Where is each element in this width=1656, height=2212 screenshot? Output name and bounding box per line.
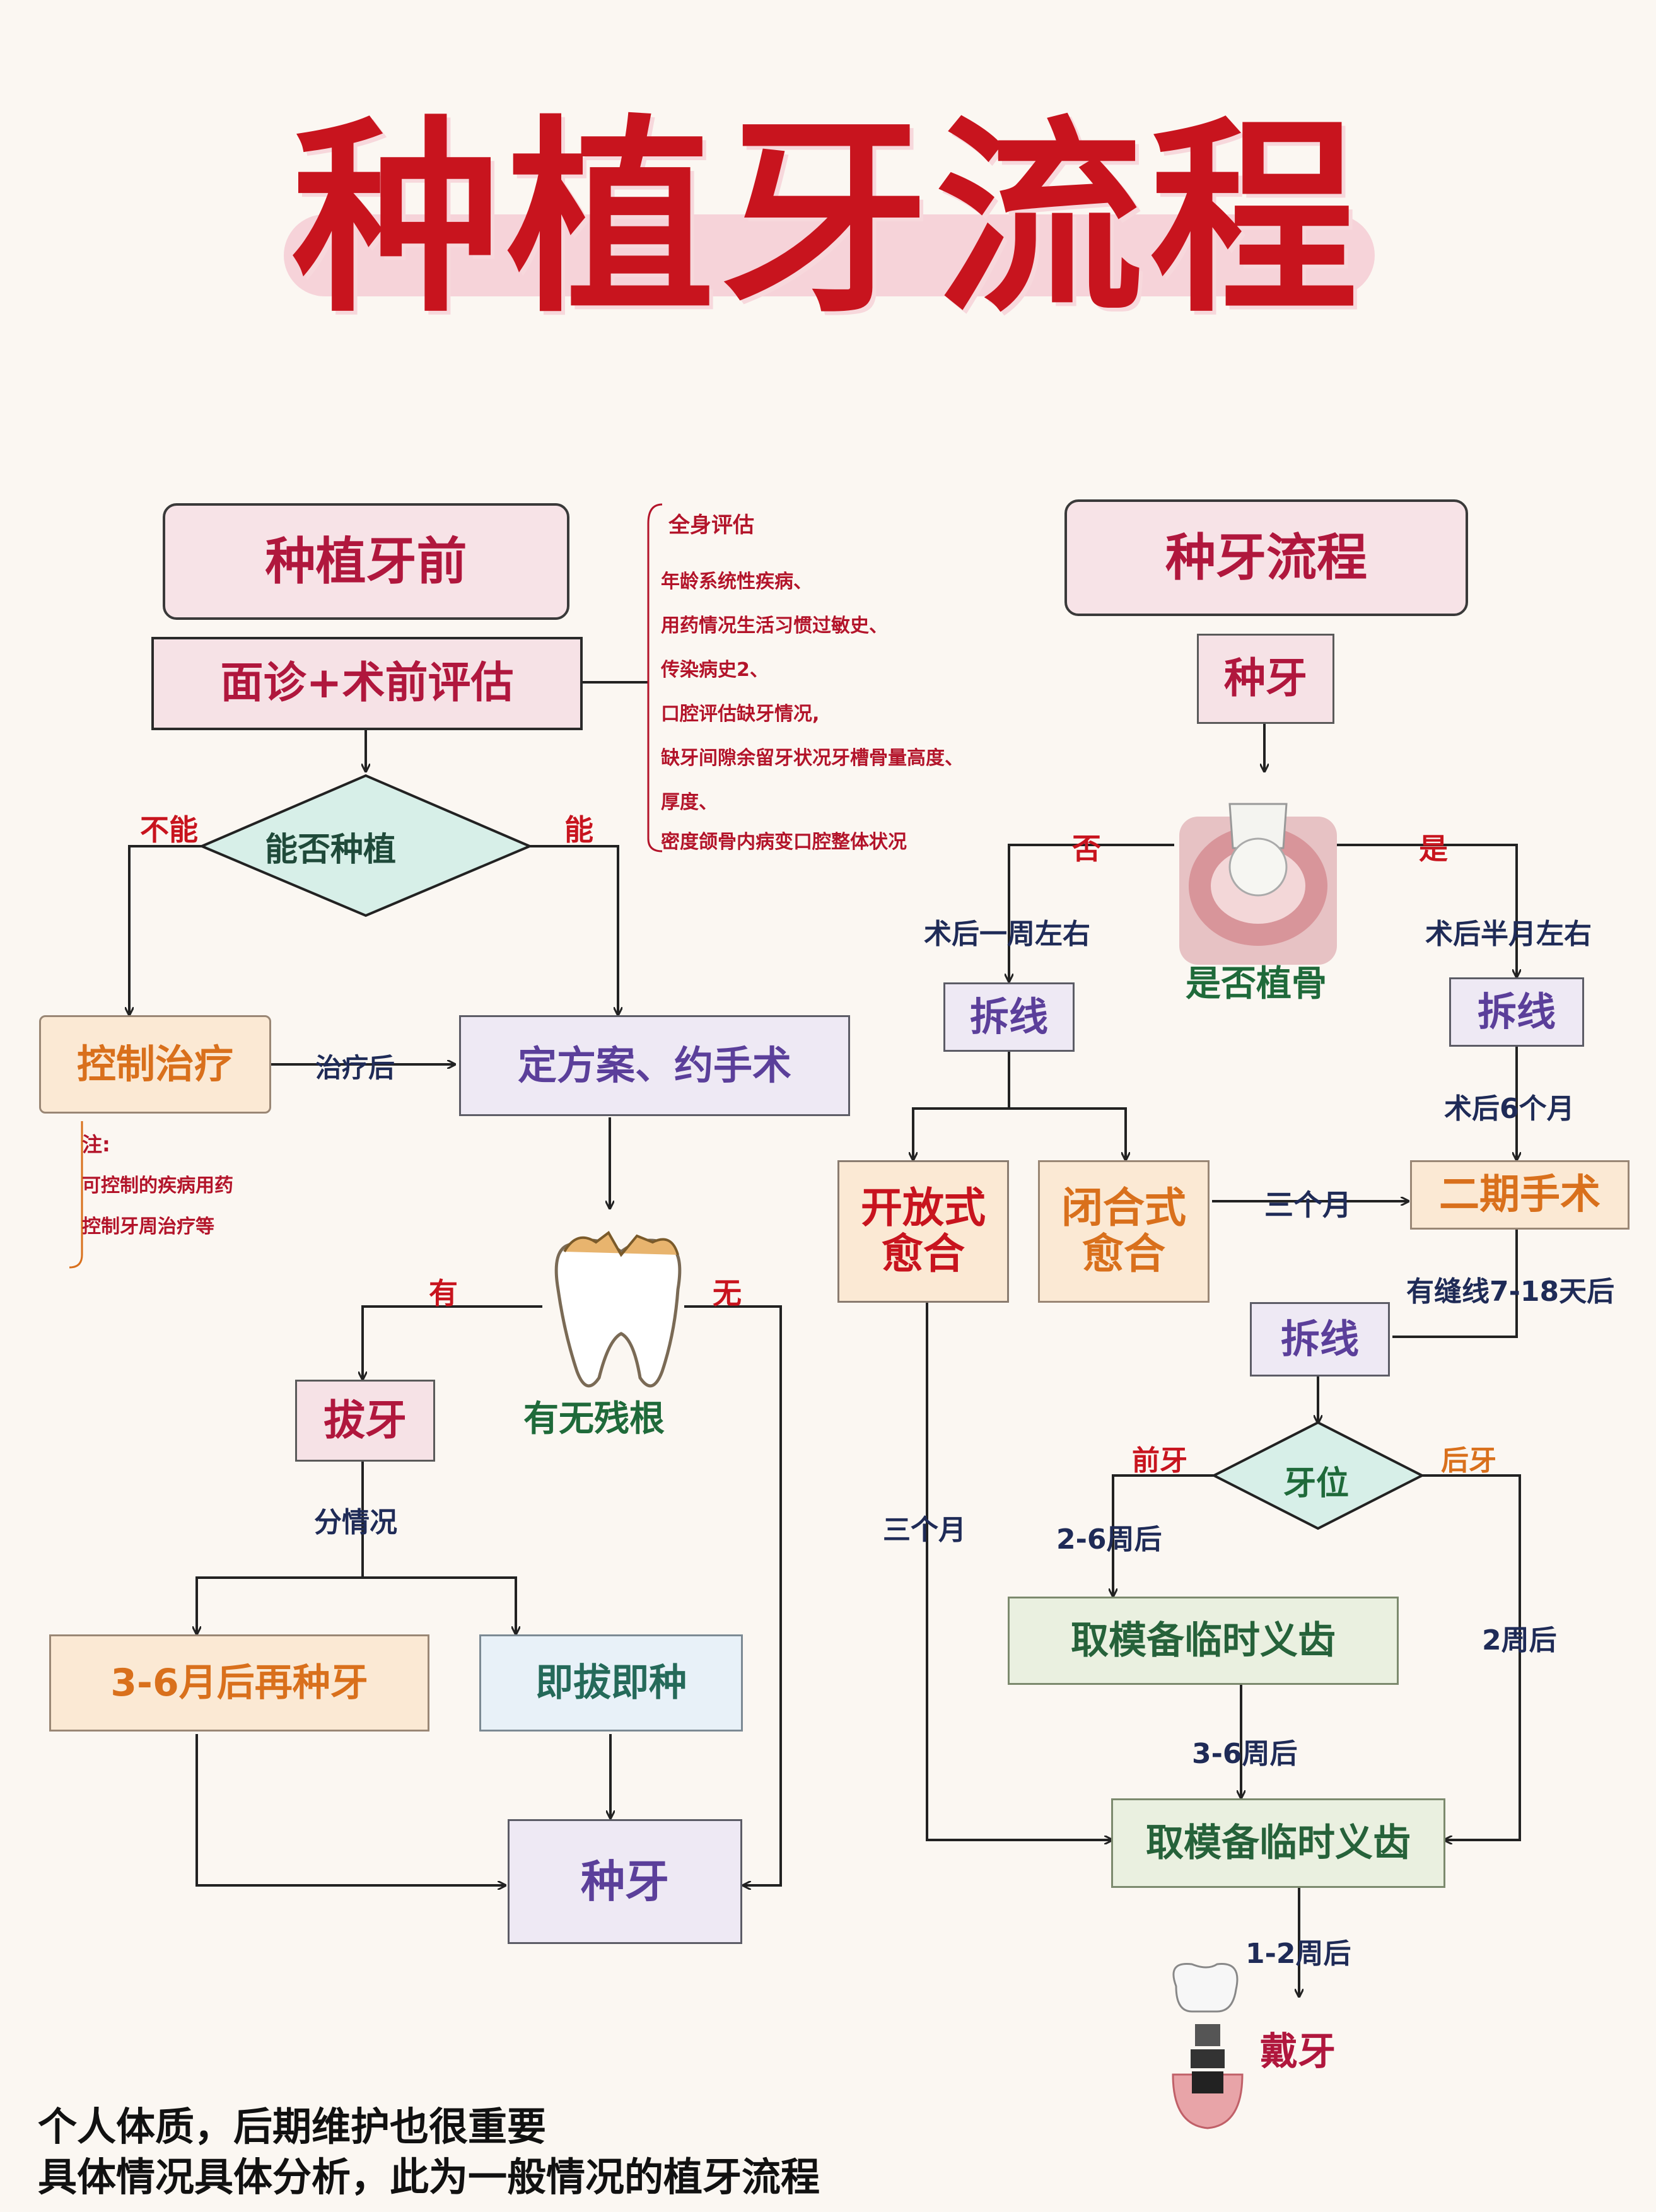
- six-months-label: 术后6个月: [1444, 1093, 1575, 1125]
- assessment-heading: 全身评估: [668, 513, 754, 538]
- no-graft-label: 否: [1072, 832, 1101, 866]
- can-implant-decision[interactable]: 能否种植: [265, 831, 397, 869]
- second-stage-surgery-box[interactable]: 二期手术: [1410, 1160, 1630, 1230]
- assessment-item-4: 口腔评估缺牙情况,: [661, 703, 820, 725]
- no-label: 不能: [140, 813, 198, 847]
- implant-process-header: 种牙流程: [1064, 499, 1468, 616]
- implant-crown-icon: [1172, 1962, 1244, 2129]
- consult-box[interactable]: 面诊+术前评估: [151, 637, 583, 730]
- yes-graft-label: 是: [1419, 832, 1448, 866]
- by-case-label: 分情况: [314, 1506, 397, 1539]
- control-treatment-box[interactable]: 控制治疗: [39, 1015, 271, 1114]
- pre-implant-header: 种植牙前: [163, 503, 569, 620]
- plan-surgery-box[interactable]: 定方案、约手术: [459, 1015, 850, 1116]
- implant-box-right[interactable]: 种牙: [1197, 634, 1334, 724]
- assessment-item-7: 密度颌骨内病变口腔整体状况: [661, 831, 907, 853]
- bone-graft-question: 是否植骨: [1186, 963, 1327, 1004]
- implant-box-left[interactable]: 种牙: [508, 1819, 742, 1944]
- residual-root-question: 有无残根: [523, 1399, 665, 1440]
- later-implant-box[interactable]: 3-6月后再种牙: [49, 1634, 429, 1732]
- assessment-item-3: 传染病史2、: [661, 659, 769, 681]
- tooth-position-decision[interactable]: 牙位: [1283, 1465, 1350, 1503]
- back-tooth-label: 后牙: [1441, 1445, 1496, 1477]
- decision-diamond-left: [198, 774, 534, 917]
- bone-graft-icon: [1179, 803, 1337, 965]
- has-root-label: 有: [429, 1276, 458, 1310]
- week-after-label: 术后一周左右: [924, 918, 1090, 950]
- suture-removal-right[interactable]: 拆线: [1449, 977, 1584, 1047]
- tooth-icon: [554, 1231, 682, 1388]
- back-weeks-label: 2周后: [1482, 1624, 1557, 1656]
- assessment-item-5: 缺牙间隙余留牙状况牙槽骨量高度、: [661, 747, 964, 769]
- after-treatment-label: 治疗后: [315, 1052, 395, 1083]
- decision-diamond-right: [1211, 1421, 1425, 1530]
- immediate-implant-box[interactable]: 即拔即种: [479, 1634, 743, 1732]
- suture-removal-mid[interactable]: 拆线: [1250, 1302, 1390, 1377]
- three-months-label-b: 三个月: [883, 1514, 966, 1546]
- wear-tooth-label: 戴牙: [1260, 2030, 1336, 2074]
- closed-healing-box[interactable]: 闭合式愈合: [1038, 1160, 1210, 1303]
- front-tooth-label: 前牙: [1132, 1445, 1187, 1477]
- no-root-label: 无: [713, 1276, 742, 1310]
- assessment-item-2: 用药情况生活习惯过敏史、: [661, 615, 888, 637]
- title-highlight: [284, 214, 1375, 296]
- assessment-item-6: 厚度、: [661, 791, 718, 813]
- page-title: 种植牙流程: [292, 98, 1364, 341]
- assessment-item-1: 年龄系统性疾病、: [661, 571, 812, 593]
- open-healing-box[interactable]: 开放式愈合: [837, 1160, 1009, 1303]
- note-line-1: 可控制的疾病用药: [82, 1175, 233, 1197]
- mold-temp-denture-box-2[interactable]: 取模备临时义齿: [1111, 1798, 1445, 1888]
- yes-label: 能: [564, 813, 593, 847]
- extract-box[interactable]: 拔牙: [295, 1380, 435, 1462]
- footer-line-1: 个人体质，后期维护也很重要: [38, 2104, 547, 2150]
- note-line-2: 控制牙周治疗等: [82, 1216, 214, 1238]
- front-weeks-label: 2-6周后: [1056, 1523, 1162, 1556]
- weeks-12-label: 1-2周后: [1245, 1938, 1351, 1970]
- three-months-label-a: 三个月: [1264, 1188, 1351, 1222]
- note-title: 注:: [82, 1132, 110, 1156]
- halfmonth-after-label: 术后半月左右: [1425, 918, 1592, 950]
- footer-line-2: 具体情况具体分析，此为一般情况的植牙流程: [38, 2154, 820, 2200]
- mold-temp-denture-box-1[interactable]: 取模备临时义齿: [1008, 1597, 1399, 1685]
- suture-removal-left[interactable]: 拆线: [943, 982, 1075, 1052]
- with-suture-label: 有缝线7-18天后: [1406, 1276, 1615, 1308]
- weeks-36-label: 3-6周后: [1192, 1738, 1298, 1770]
